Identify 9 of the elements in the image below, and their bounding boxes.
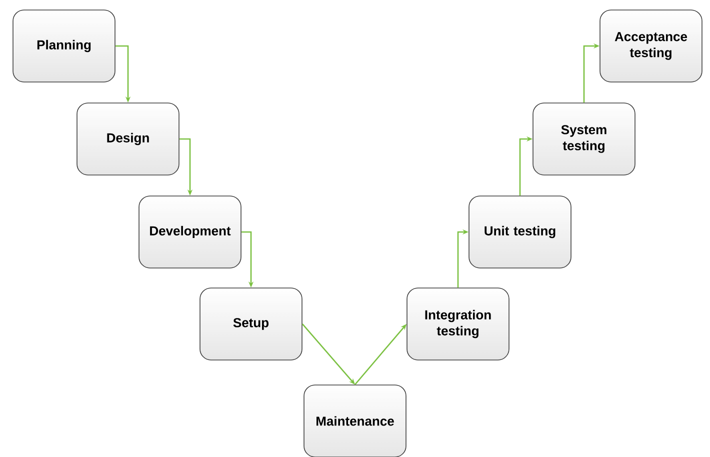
process-box: Unit testing — [468, 196, 572, 268]
process-box: Integration testing — [406, 288, 510, 360]
process-box: Acceptance testing — [600, 10, 702, 82]
process-box: Development — [138, 196, 242, 268]
process-box: Setup — [200, 288, 302, 360]
process-box: Design — [76, 102, 180, 176]
process-box: Planning — [12, 10, 116, 82]
process-box: System testing — [532, 102, 636, 176]
process-box: Maintenance — [304, 384, 406, 457]
